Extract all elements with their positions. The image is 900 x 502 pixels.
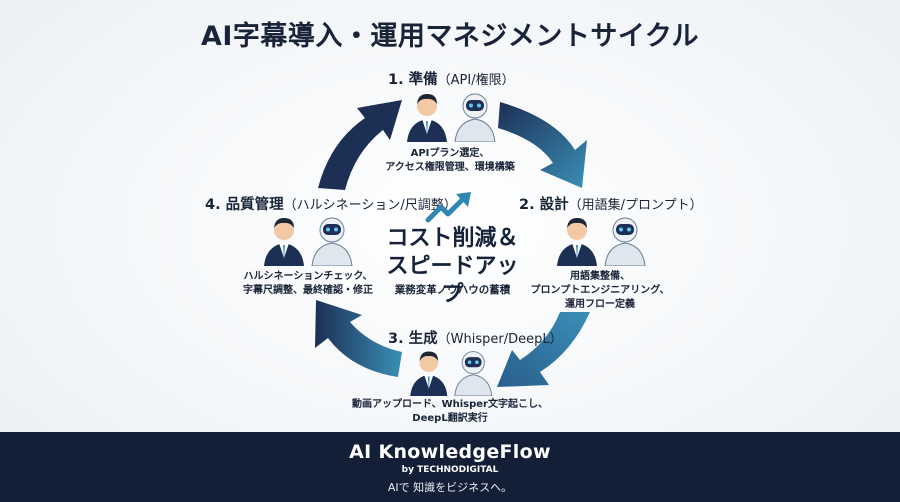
brand-tagline: AIで 知識をビジネスへ。 — [387, 481, 513, 494]
arrow-1-to-2 — [498, 102, 587, 188]
robot-icon — [454, 351, 493, 396]
step-2-title: 2. 設計（用語集/プロンプト） — [519, 197, 703, 213]
businessman-icon — [410, 351, 448, 396]
step-3-figures — [410, 351, 493, 396]
trend-arrow-icon — [425, 192, 471, 223]
robot-icon — [454, 93, 496, 142]
arrow-3-to-4 — [315, 300, 402, 377]
step-2-desc: 用語集整備、 プロンプトエンジニアリング、 運用フロー定義 — [530, 271, 670, 310]
step-1-desc: APIプラン選定、 アクセス権限管理、環境構築 — [385, 148, 515, 173]
step-2-figures — [557, 217, 646, 266]
step-4-title: 4. 品質管理（ハルシネーション/尺調整） — [205, 197, 457, 213]
businessman-icon — [407, 94, 447, 142]
step-4-figures — [264, 217, 353, 266]
arrow-2-to-3 — [497, 312, 590, 387]
step-4-desc: ハルシネーションチェック、 字幕尺調整、最終確認・修正 — [243, 271, 373, 296]
cycle-arrows — [315, 100, 590, 387]
center-message: コスト削減＆ スピードアップ — [386, 226, 519, 307]
robot-icon — [604, 217, 646, 266]
step-1-figures — [407, 93, 496, 142]
arrow-4-to-1 — [318, 100, 402, 190]
step-3-desc: 動画アップロード、Whisper文字起こし、 DeepL翻訳実行 — [351, 399, 548, 424]
center-subtitle: 業務変革ノウハウの蓄積 — [394, 284, 511, 296]
businessman-icon — [557, 218, 597, 266]
step-1-title: 1. 準備（API/権限） — [388, 72, 515, 88]
robot-icon — [311, 217, 353, 266]
page-title: AI字幕導入・運用マネジメントサイクル — [200, 21, 700, 52]
brand-name: AI KnowledgeFlow — [349, 441, 551, 463]
brand-byline: by TECHNODIGITAL — [401, 465, 499, 475]
footer-bar: AI KnowledgeFlow by TECHNODIGITAL AIで 知識… — [0, 432, 900, 502]
step-3-title: 3. 生成（Whisper/DeepL） — [388, 331, 563, 347]
businessman-icon — [264, 218, 304, 266]
